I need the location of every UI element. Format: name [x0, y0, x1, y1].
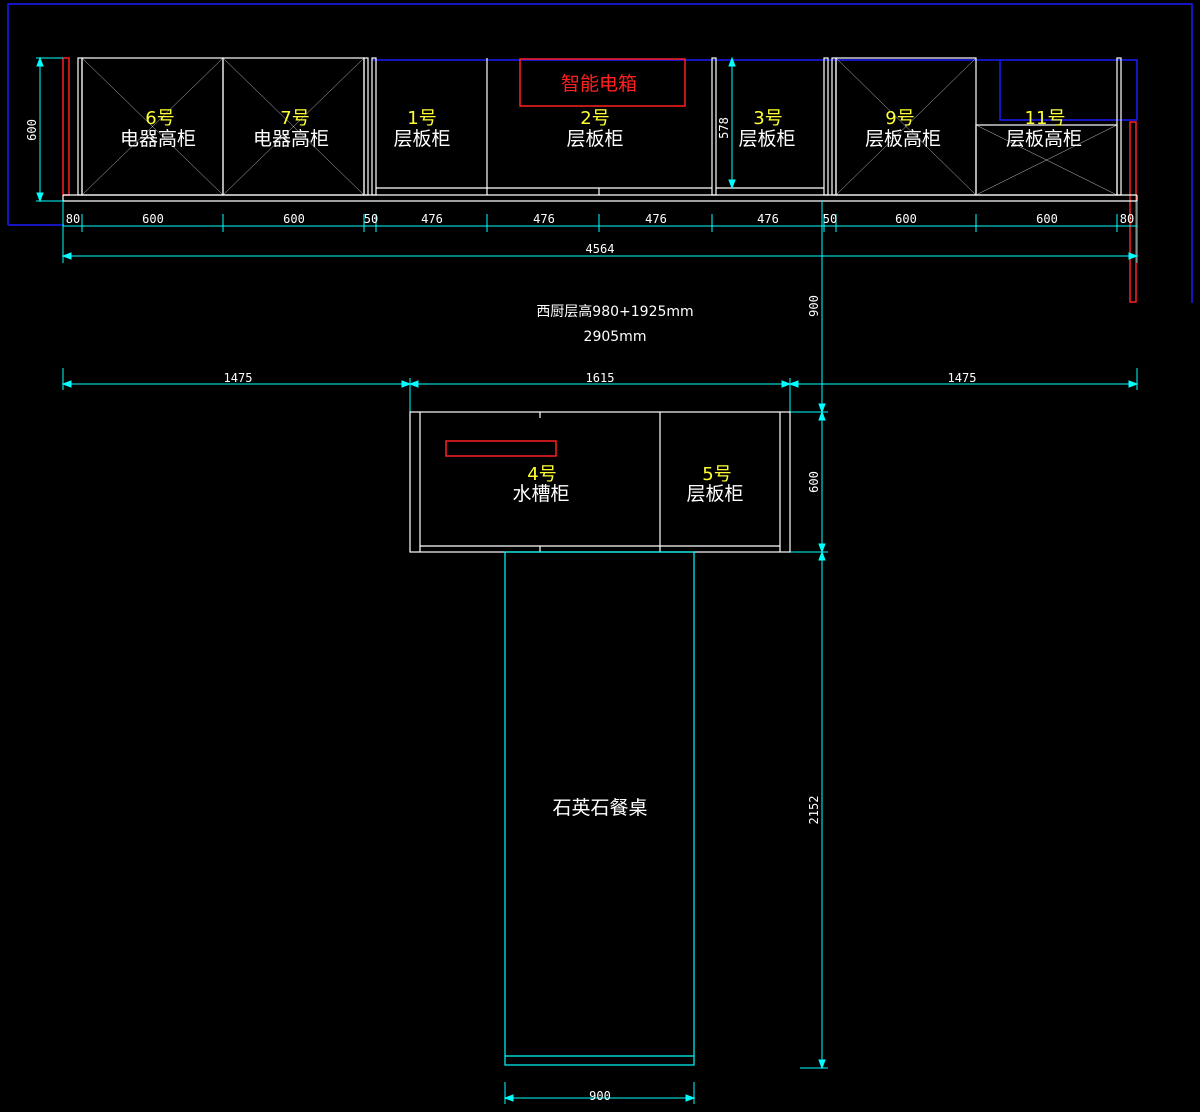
- cabinet-5-number: 5号: [702, 464, 731, 485]
- cabinet-7-number: 7号: [280, 108, 309, 129]
- dim-top-1: 600: [142, 212, 164, 226]
- cabinet-3-name: 层板柜: [738, 128, 795, 150]
- dim-top-0: 80: [66, 212, 80, 226]
- cabinet-4-name: 水槽柜: [512, 483, 569, 505]
- inner-height-label: 578: [717, 117, 731, 139]
- dim-top-5: 476: [533, 212, 555, 226]
- dining-table-label: 石英石餐桌: [552, 797, 647, 819]
- cabinet-7-name: 电器高柜: [253, 128, 329, 150]
- island-dimension-lines: [61, 368, 1139, 412]
- cabinet-1-number: 1号: [407, 108, 436, 129]
- cabinet-11-number: 11号: [1025, 108, 1066, 129]
- island-labels: 4号 水槽柜 5号 层板柜: [512, 464, 743, 505]
- island-left-label: 1475: [224, 371, 253, 385]
- table-width-label: 900: [589, 1089, 611, 1103]
- wall-outline: [7, 3, 1193, 303]
- cabinet-9-name: 层板高柜: [865, 128, 941, 150]
- cabinet-row: [62, 57, 1138, 202]
- left-depth-label: 600: [25, 119, 39, 141]
- aisle-label: 900: [807, 295, 821, 317]
- inner-height-dimension: [728, 56, 736, 190]
- cabinet-2-number: 2号: [580, 108, 609, 129]
- island-right-label: 1475: [948, 371, 977, 385]
- left-depth-dimension: [36, 56, 63, 203]
- table-length-label: 2152: [807, 796, 821, 825]
- cabinet-labels: 6号 电器高柜 7号 电器高柜 1号 层板柜 2号 层板柜 3号 层板柜 9号 …: [120, 108, 1082, 150]
- cabinet-6-name: 电器高柜: [120, 128, 196, 150]
- dim-top-4: 476: [421, 212, 443, 226]
- cabinet-3-number: 3号: [753, 108, 782, 129]
- island-depth-label: 600: [807, 471, 821, 493]
- top-row-dimension-labels: 80 600 600 50 476 476 476 476 50 600 600…: [66, 212, 1134, 226]
- cabinet-1-name: 层板柜: [393, 128, 450, 150]
- cabinet-11-name: 层板高柜: [1006, 128, 1082, 150]
- aisle-dimension: [790, 201, 828, 1070]
- cabinet-9-number: 9号: [885, 108, 914, 129]
- smart-box-label: 智能电箱: [561, 73, 637, 95]
- table-width-dimension: [503, 1082, 696, 1104]
- cabinet-4-number: 4号: [527, 464, 556, 485]
- island-width-label: 1615: [586, 371, 615, 385]
- dim-top-11: 80: [1120, 212, 1134, 226]
- ceiling-note-line1: 西厨层高980+1925mm: [536, 303, 693, 320]
- cabinet-5-name: 层板柜: [686, 483, 743, 505]
- dim-top-8: 50: [823, 212, 837, 226]
- dim-top-7: 476: [757, 212, 779, 226]
- total-width-label: 4564: [586, 242, 615, 256]
- island-cabinets: [409, 411, 791, 553]
- dim-top-6: 476: [645, 212, 667, 226]
- dim-top-9: 600: [895, 212, 917, 226]
- sink-highlight: [445, 440, 557, 457]
- dining-table: [504, 551, 695, 1066]
- dim-top-3: 50: [364, 212, 378, 226]
- dim-top-10: 600: [1036, 212, 1058, 226]
- dim-top-2: 600: [283, 212, 305, 226]
- cabinet-6-number: 6号: [145, 108, 174, 129]
- cabinet-2-name: 层板柜: [566, 128, 623, 150]
- ceiling-note-line2: 2905mm: [584, 329, 647, 345]
- top-row-dimension-lines: [61, 201, 1139, 263]
- smart-box-outline: [519, 58, 686, 107]
